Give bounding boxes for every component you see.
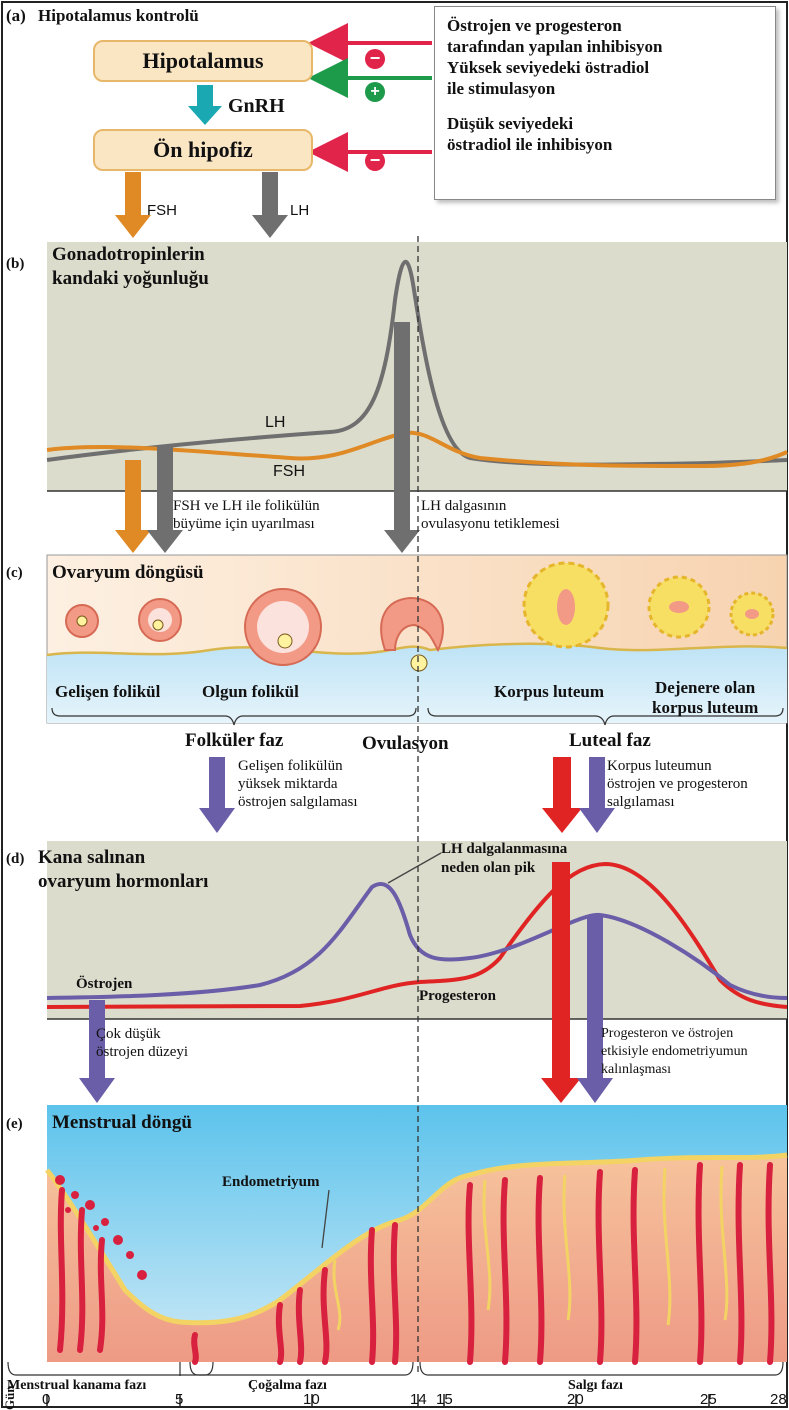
estrogen-secretion-arrow <box>199 757 235 833</box>
day-tick-20: 20 <box>567 1391 584 1408</box>
fsh-label: FSH <box>147 202 177 219</box>
stimulation-badge: + <box>365 82 385 102</box>
day-tick-14: 14 <box>410 1391 427 1408</box>
lh-arrow <box>252 172 288 238</box>
note-line: östrojen ve progesteron <box>607 775 748 793</box>
info-line: tarafından yapılan inhibisyon <box>447 36 763 57</box>
lh-label: LH <box>290 202 309 219</box>
fsh-curve-label: FSH <box>273 463 305 481</box>
menstrual-phase-label: Menstrual kanama fazı <box>7 1378 146 1394</box>
corpus-luteum-label: Korpus luteum <box>494 682 604 702</box>
gnrh-arrow <box>188 85 222 125</box>
note-line: kalınlaşması <box>601 1061 748 1079</box>
hypothalamus-label: Hipotalamus <box>142 48 263 73</box>
note-line: salgılaması <box>607 793 748 811</box>
estrogen-secretion-note: Gelişen folikülün yüksek miktarda östroj… <box>238 757 358 811</box>
gnrh-label: GnRH <box>228 95 285 118</box>
developing-follicle <box>66 605 98 637</box>
lh-curve-label: LH <box>265 414 285 432</box>
note-line: Progesteron ve östrojen <box>601 1025 748 1043</box>
section-c-title: Ovaryum döngüsü <box>52 561 204 585</box>
section-d-title: Kana salınan ovaryum hormonları <box>38 846 208 894</box>
note-line: Çok düşük <box>96 1025 188 1043</box>
corpus-luteum-graphic <box>524 563 608 647</box>
progesterone-curve-label: Progesteron <box>419 988 496 1005</box>
section-a-label: (a) <box>6 6 26 26</box>
feedback-info-box: Östrojen ve progesteron tarafından yapıl… <box>434 6 776 200</box>
note-line: Korpus luteumun <box>607 757 748 775</box>
day-tick-28: 28 <box>770 1391 787 1408</box>
follicle-stimulation-note: FSH ve LH ile folikülün büyüme için uyar… <box>173 497 320 533</box>
note-line: FSH ve LH ile folikülün <box>173 497 320 515</box>
follicular-phase-label: Folküler faz <box>185 730 283 752</box>
peak-annotation: LH dalgalanmasına neden olan pik <box>441 840 567 878</box>
ovulation-label: Ovulasyon <box>362 733 449 755</box>
secondary-follicle <box>139 599 181 641</box>
section-b-label: (b) <box>6 256 24 273</box>
pituitary-label: Ön hipofiz <box>153 137 253 162</box>
fsh-arrow <box>115 172 151 238</box>
info-line: Östrojen ve progesteron <box>447 15 763 36</box>
title-line: Gonadotropinlerin <box>52 243 209 267</box>
section-e-label: (e) <box>6 1116 23 1133</box>
note-line: Gelişen folikülün <box>238 757 358 775</box>
note-line: büyüme için uyarılması <box>173 515 320 533</box>
note-line: etkisiyle endometriyumun <box>601 1043 748 1061</box>
note-line: ovulasyonu tetiklemesi <box>421 515 560 533</box>
section-c-label: (c) <box>6 565 23 582</box>
info-line: östradiol ile inhibisyon <box>447 134 763 155</box>
note-line: östrojen düzeyi <box>96 1043 188 1061</box>
hypothalamus-box: Hipotalamus <box>93 40 313 82</box>
progesterone-secretion-arrow <box>542 757 582 833</box>
ovulation-trigger-note: LH dalgasının ovulasyonu tetiklemesi <box>421 497 560 533</box>
day-tick-25: 25 <box>700 1391 717 1408</box>
section-b-title: Gonadotropinlerin kandaki yoğunluğu <box>52 243 209 291</box>
corpus-secretion-note: Korpus luteumun östrojen ve progesteron … <box>607 757 748 811</box>
low-estrogen-note: Çok düşük östrojen düzeyi <box>96 1025 188 1061</box>
degenerating-corpus-label: Dejenere olan korpus luteum <box>652 678 758 718</box>
developing-follicle-label: Gelişen folikül <box>55 682 160 702</box>
thickening-note: Progesteron ve östrojen etkisiyle endome… <box>601 1025 748 1079</box>
day-tick-15: 15 <box>436 1391 453 1408</box>
pituitary-box: Ön hipofiz <box>93 129 313 171</box>
day-tick-10: 10 <box>303 1391 320 1408</box>
endometrium-label: Endometriyum <box>222 1174 320 1191</box>
label-line: korpus luteum <box>652 698 758 718</box>
day-tick-5: 5 <box>175 1391 183 1408</box>
info-line: Düşük seviyedeki <box>447 113 763 134</box>
section-d-label: (d) <box>6 851 24 868</box>
mature-follicle-label: Olgun folikül <box>202 682 299 702</box>
label-line: Dejenere olan <box>652 678 758 698</box>
inhibition-badge: − <box>365 49 385 69</box>
info-line: ile stimulasyon <box>447 78 763 99</box>
pituitary-inhibition-badge: − <box>365 151 385 171</box>
info-line: Yüksek seviyedeki östradiol <box>447 57 763 78</box>
title-line: Kana salınan <box>38 846 208 870</box>
section-a-title: Hipotalamus kontrolü <box>38 6 199 26</box>
day-tick-0: 0 <box>42 1391 50 1408</box>
note-line: yüksek miktarda <box>238 775 358 793</box>
annotation-line: LH dalgalanmasına <box>441 840 567 859</box>
title-line: ovaryum hormonları <box>38 870 208 894</box>
estrogen-curve-label: Östrojen <box>76 976 132 993</box>
day-axis-label: Gün <box>2 1390 18 1410</box>
note-line: östrojen salgılaması <box>238 793 358 811</box>
title-line: kandaki yoğunluğu <box>52 267 209 291</box>
note-line: LH dalgasının <box>421 497 560 515</box>
mature-follicle <box>245 589 321 665</box>
annotation-line: neden olan pik <box>441 859 567 878</box>
section-e-title: Menstrual döngü <box>52 1111 192 1135</box>
luteal-phase-label: Luteal faz <box>569 730 651 752</box>
